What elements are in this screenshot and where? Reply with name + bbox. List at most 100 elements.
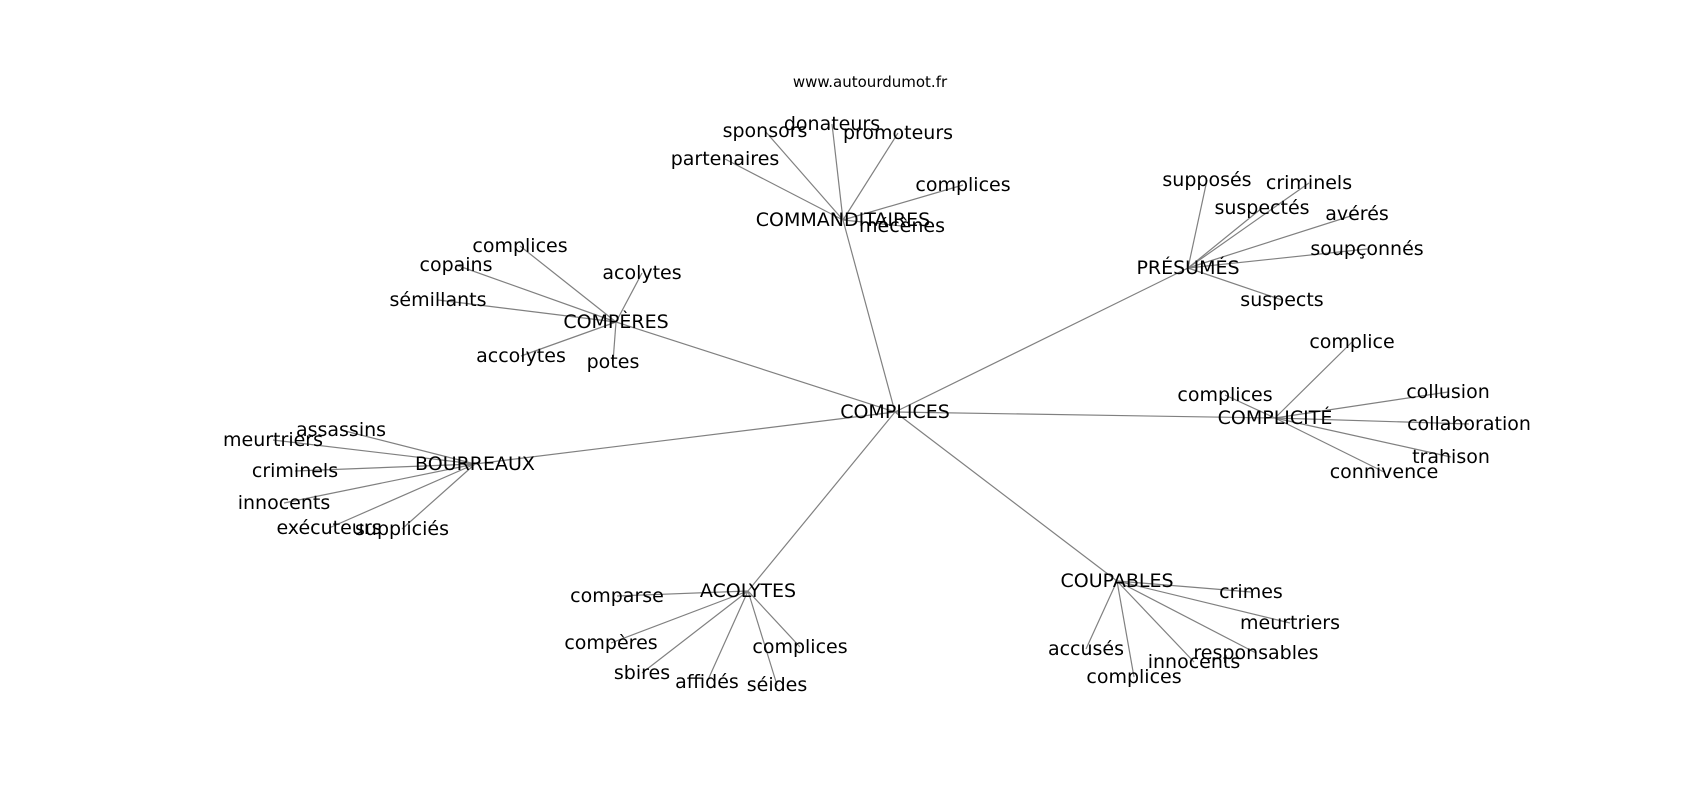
leaf-node-label: potes [587, 351, 640, 373]
edge-center-to-group [894, 267, 1189, 413]
edge-group-to-leaf [724, 158, 844, 221]
edge-group-to-leaf [520, 321, 617, 357]
edge-group-to-leaf [519, 245, 617, 323]
edge-group-to-leaf [328, 463, 476, 529]
edge-group-to-leaf [1187, 213, 1358, 269]
leaf-node-label: copains [420, 254, 493, 276]
edge-group-to-leaf [1274, 417, 1385, 473]
leaf-node-label: partenaires [671, 148, 780, 170]
leaf-node-label: complices [472, 235, 567, 257]
edge-group-to-leaf [747, 590, 801, 648]
group-node-label: PRÉSUMÉS [1136, 256, 1239, 279]
edge-group-to-leaf [437, 299, 617, 323]
labels-layer: COMPLICES COMMANDITAIRES donateurssponsors… [223, 113, 1531, 696]
leaf-node-label: soupçonnés [1310, 238, 1423, 260]
edge-group-to-leaf [1274, 417, 1452, 458]
leaf-node-label: meurtriers [1240, 612, 1340, 634]
leaf-node-label: supposés [1162, 169, 1251, 191]
leaf-node-label: innocents [238, 492, 331, 514]
leaf-node-label: collaboration [1407, 413, 1531, 435]
leaf-node-label: trahison [1412, 446, 1490, 468]
edge-group-to-leaf [294, 463, 476, 472]
leaf-node-label: sponsors [723, 120, 808, 142]
edge-center-to-group [474, 411, 896, 465]
leaf-node-label: compères [564, 632, 657, 654]
edge-group-to-leaf [1274, 341, 1353, 419]
edge-group-to-leaf [831, 123, 844, 221]
leaf-node-label: accusés [1048, 638, 1124, 660]
leaf-node-label: collusion [1406, 381, 1490, 403]
edge-group-to-leaf [1085, 580, 1118, 650]
leaf-node-label: crimes [1219, 581, 1283, 603]
edge-group-to-leaf [1116, 580, 1135, 678]
edge-group-to-leaf [1274, 417, 1470, 425]
edge-group-to-leaf [1274, 391, 1449, 419]
leaf-node-label: responsables [1193, 642, 1318, 664]
edge-group-to-leaf [283, 463, 476, 504]
leaf-node-label: séides [747, 674, 808, 696]
leaf-node-label: donateurs [784, 113, 880, 135]
edges-layer [272, 123, 1470, 686]
edge-group-to-leaf [610, 590, 749, 644]
edge-group-to-leaf [1224, 394, 1276, 419]
edge-group-to-leaf [615, 272, 643, 323]
edge-group-to-leaf [1116, 580, 1257, 654]
edge-group-to-leaf [641, 590, 749, 674]
edge-group-to-leaf [842, 219, 903, 227]
edge-center-to-group [894, 411, 1276, 419]
edge-group-to-leaf [1187, 179, 1208, 269]
leaf-node-label: promoteurs [843, 122, 953, 144]
edge-group-to-leaf [842, 184, 964, 221]
group-node-label: COMPLICITÉ [1218, 406, 1333, 429]
edge-group-to-leaf [706, 590, 749, 683]
edge-group-to-leaf [401, 463, 476, 530]
leaf-node-label: criminels [1266, 172, 1352, 194]
edge-group-to-leaf [1116, 580, 1195, 663]
leaf-node-label: accolytes [476, 345, 566, 367]
leaf-node-label: suspects [1240, 289, 1323, 311]
edge-group-to-leaf [1116, 580, 1252, 593]
group-node-label: COUPABLES [1060, 570, 1173, 592]
group-node-label: ACOLYTES [700, 580, 796, 602]
edge-center-to-group [615, 321, 896, 413]
edge-group-to-leaf [340, 429, 476, 465]
leaf-node-label: mécènes [859, 215, 945, 237]
leaf-node-label: avérés [1325, 203, 1389, 225]
edge-group-to-leaf [1187, 207, 1263, 269]
leaf-node-label: exécuteurs [276, 517, 381, 539]
leaf-node-label: complices [1086, 666, 1181, 688]
leaf-node-label: sbires [614, 662, 670, 684]
leaf-node-label: complices [1177, 384, 1272, 406]
group-node-label: COMPÈRES [563, 310, 668, 333]
leaf-node-label: comparse [570, 585, 664, 607]
leaf-node-label: complices [752, 636, 847, 658]
edge-group-to-leaf [747, 590, 778, 686]
edge-group-to-leaf [764, 130, 844, 221]
edge-group-to-leaf [612, 321, 617, 363]
edge-group-to-leaf [616, 590, 749, 597]
watermark-text: www.autourdumot.fr [792, 73, 948, 91]
leaf-node-label: suspectés [1214, 197, 1309, 219]
leaf-node-label: complice [1309, 331, 1394, 353]
edge-center-to-group [747, 411, 896, 592]
leaf-node-label: acolytes [602, 262, 681, 284]
edge-group-to-leaf [455, 264, 617, 323]
edge-group-to-leaf [272, 439, 476, 465]
center-node-label: COMPLICES [840, 401, 950, 423]
leaf-node-label: assassins [296, 419, 386, 441]
edge-group-to-leaf [842, 132, 899, 221]
leaf-node-label: complices [915, 174, 1010, 196]
edge-center-to-group [894, 411, 1118, 582]
edge-group-to-leaf [1187, 267, 1283, 301]
leaf-node-label: innocents [1148, 651, 1241, 673]
group-node-label: BOURREAUX [415, 453, 535, 475]
edge-group-to-leaf [1187, 182, 1310, 269]
edge-center-to-group [842, 219, 896, 413]
leaf-node-label: criminels [252, 460, 338, 482]
leaf-node-label: suppliciés [355, 518, 449, 540]
group-node-label: COMMANDITAIRES [756, 209, 930, 231]
leaf-node-label: affidés [675, 671, 739, 693]
leaf-node-label: sémillants [390, 289, 487, 311]
